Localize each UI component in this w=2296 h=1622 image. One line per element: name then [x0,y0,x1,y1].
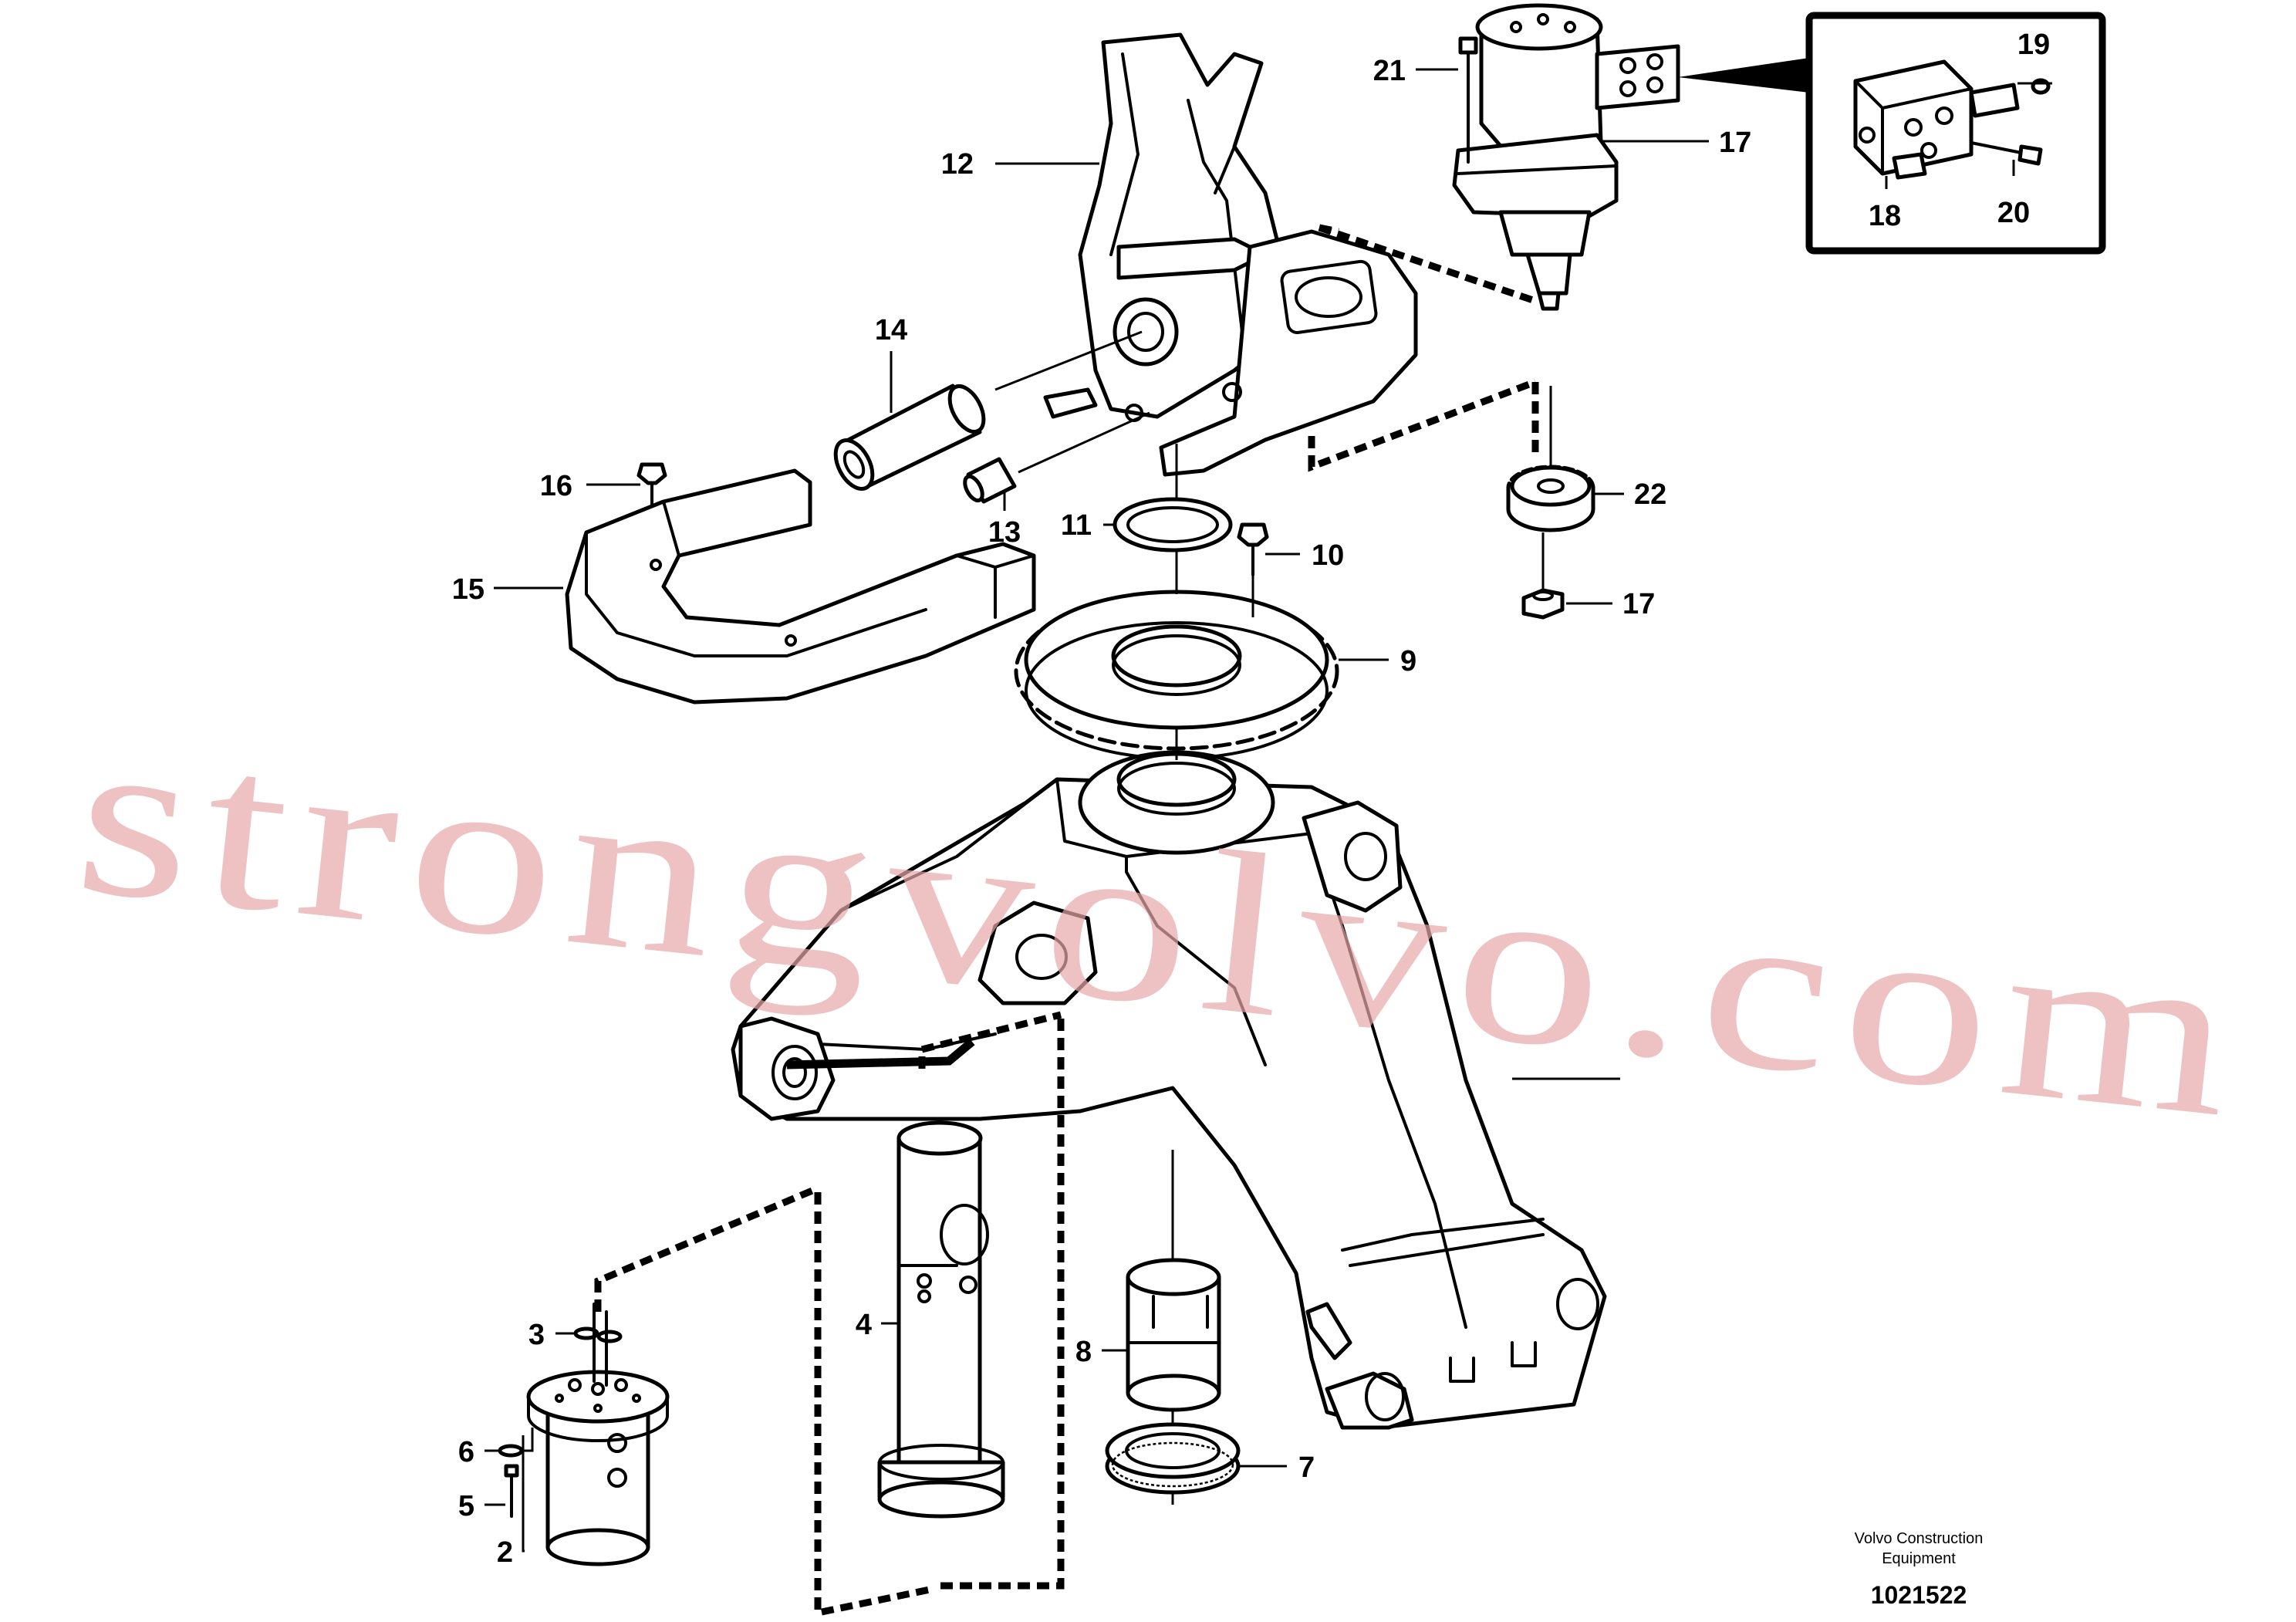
center-lines [1171,386,1552,1505]
detail-inset [1678,12,2106,255]
part-18-valve-block [1853,59,2020,180]
callout-5: 5 [458,1490,474,1522]
callout-7: 7 [1298,1451,1315,1484]
part-20-screw [1970,141,2043,166]
callout-22: 22 [1634,478,1666,511]
callout-3: 3 [528,1319,545,1351]
credit-block: Volvo Construction Equipment 1021522 [1855,1530,1984,1609]
part-10-bolt [1237,522,1269,576]
part-13-fitting [963,411,1150,504]
callout-19: 19 [2017,29,2050,61]
credit-line-1: Volvo Construction [1855,1530,1984,1547]
callout-14: 14 [875,314,907,346]
part-15-cover-plate [565,468,1036,705]
callout-8: 8 [1075,1336,1092,1368]
drawing-number: 1021522 [1871,1581,1967,1609]
part-12-swing-bracket [1043,32,1418,477]
part-3-o-rings [573,1303,623,1387]
part-5-screw [504,1464,519,1518]
callout-numbers: 12 14 13 16 15 11 10 9 21 17 22 17 19 18… [452,29,2050,1569]
part-7-bearing [1105,1422,1241,1495]
callout-12: 12 [941,148,974,181]
callout-17-motor: 17 [1719,127,1751,159]
callout-6: 6 [458,1436,474,1468]
boom-swing-frame [731,750,1620,1430]
callout-21: 21 [1373,55,1406,87]
callout-17-nut: 17 [1622,588,1655,620]
part-21-bolt [1458,36,1478,164]
callout-15: 15 [452,573,485,606]
callout-4: 4 [856,1309,872,1341]
part-6-washer [498,1428,534,1458]
callout-16: 16 [540,470,572,502]
part-14-pin [833,330,1143,491]
part-4-pin [877,1120,1005,1519]
part-17-nut [1521,588,1565,620]
callout-13: 13 [988,516,1021,549]
part-22-pinion [1506,465,1595,532]
part-11-seal-ring [1113,497,1233,552]
callout-10: 10 [1312,539,1344,572]
part-17-hydraulic-motor [1452,3,1680,311]
part-19-o-ring [2031,78,2051,95]
callout-leaders [485,68,2015,1553]
callout-2: 2 [497,1536,513,1569]
callout-9: 9 [1400,645,1416,678]
part-8-bushing [1126,1258,1221,1412]
part-2-swivel [526,1370,670,1566]
part-9-ring-gear [1014,590,1339,760]
callout-20: 20 [1997,197,2030,229]
callout-18: 18 [1869,200,1901,232]
dashed-assembly-lines [594,224,1539,1617]
credit-line-2: Equipment [1882,1550,1956,1567]
callout-11: 11 [1061,509,1092,542]
